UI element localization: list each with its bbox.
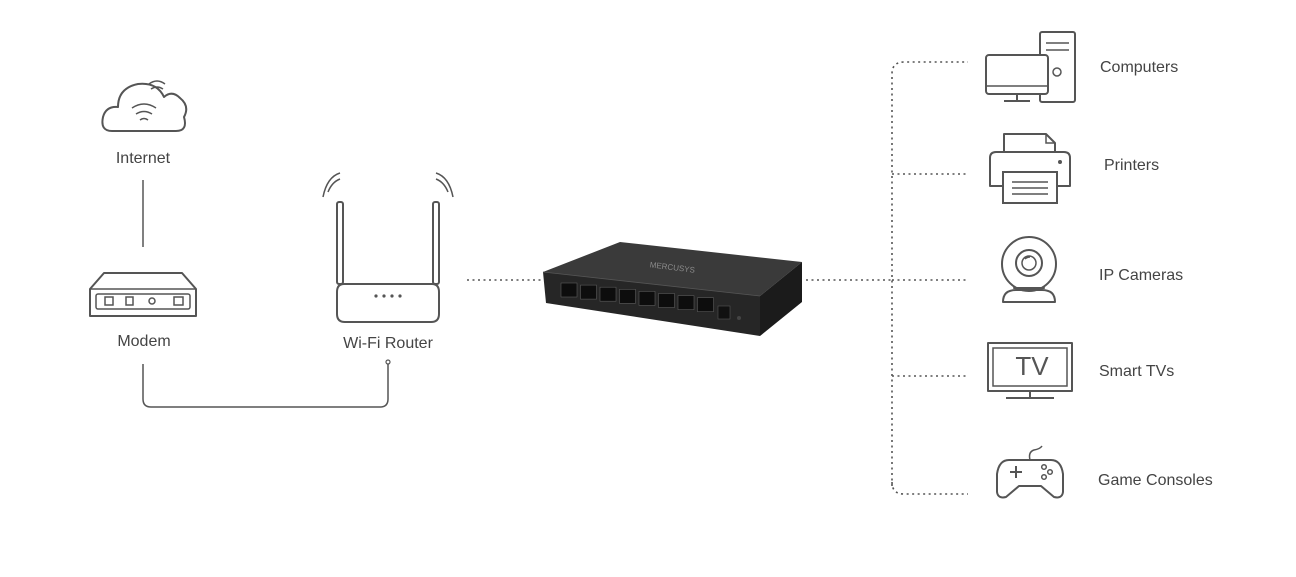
switch-port <box>697 297 714 313</box>
router-label: Wi-Fi Router <box>343 335 433 352</box>
computers-label: Computers <box>1100 59 1178 76</box>
router-icon <box>322 172 454 323</box>
switch-port <box>638 291 656 306</box>
printers-label: Printers <box>1104 157 1159 174</box>
ip-cameras-label: IP Cameras <box>1099 267 1183 284</box>
switch-port <box>599 286 617 302</box>
tv-icon: TV <box>987 342 1073 399</box>
modem-router-cable <box>142 364 389 408</box>
gamepad-icon <box>996 445 1064 499</box>
tv-screen-text: TV <box>1015 351 1049 381</box>
switch-port <box>677 295 695 310</box>
cloud-icon <box>101 80 188 132</box>
switch-port <box>560 282 578 298</box>
modem-icon <box>89 272 197 317</box>
printer-icon <box>989 133 1071 204</box>
switch-port <box>580 284 597 300</box>
smart-tvs-label: Smart TVs <box>1099 363 1174 380</box>
device-bus <box>891 61 968 486</box>
switch-port <box>658 293 675 308</box>
modem-label: Modem <box>117 333 170 350</box>
internet-label: Internet <box>116 150 171 167</box>
ip-camera-icon <box>1001 236 1057 303</box>
switch-icon: MERCUSYS <box>542 242 802 336</box>
switch-ports <box>560 282 714 313</box>
computer-icon <box>985 31 1076 103</box>
switch-port <box>619 288 636 304</box>
game-consoles-label: Game Consoles <box>1098 472 1213 489</box>
bus-branch-game <box>891 481 968 495</box>
router-cable-plug <box>385 359 391 365</box>
